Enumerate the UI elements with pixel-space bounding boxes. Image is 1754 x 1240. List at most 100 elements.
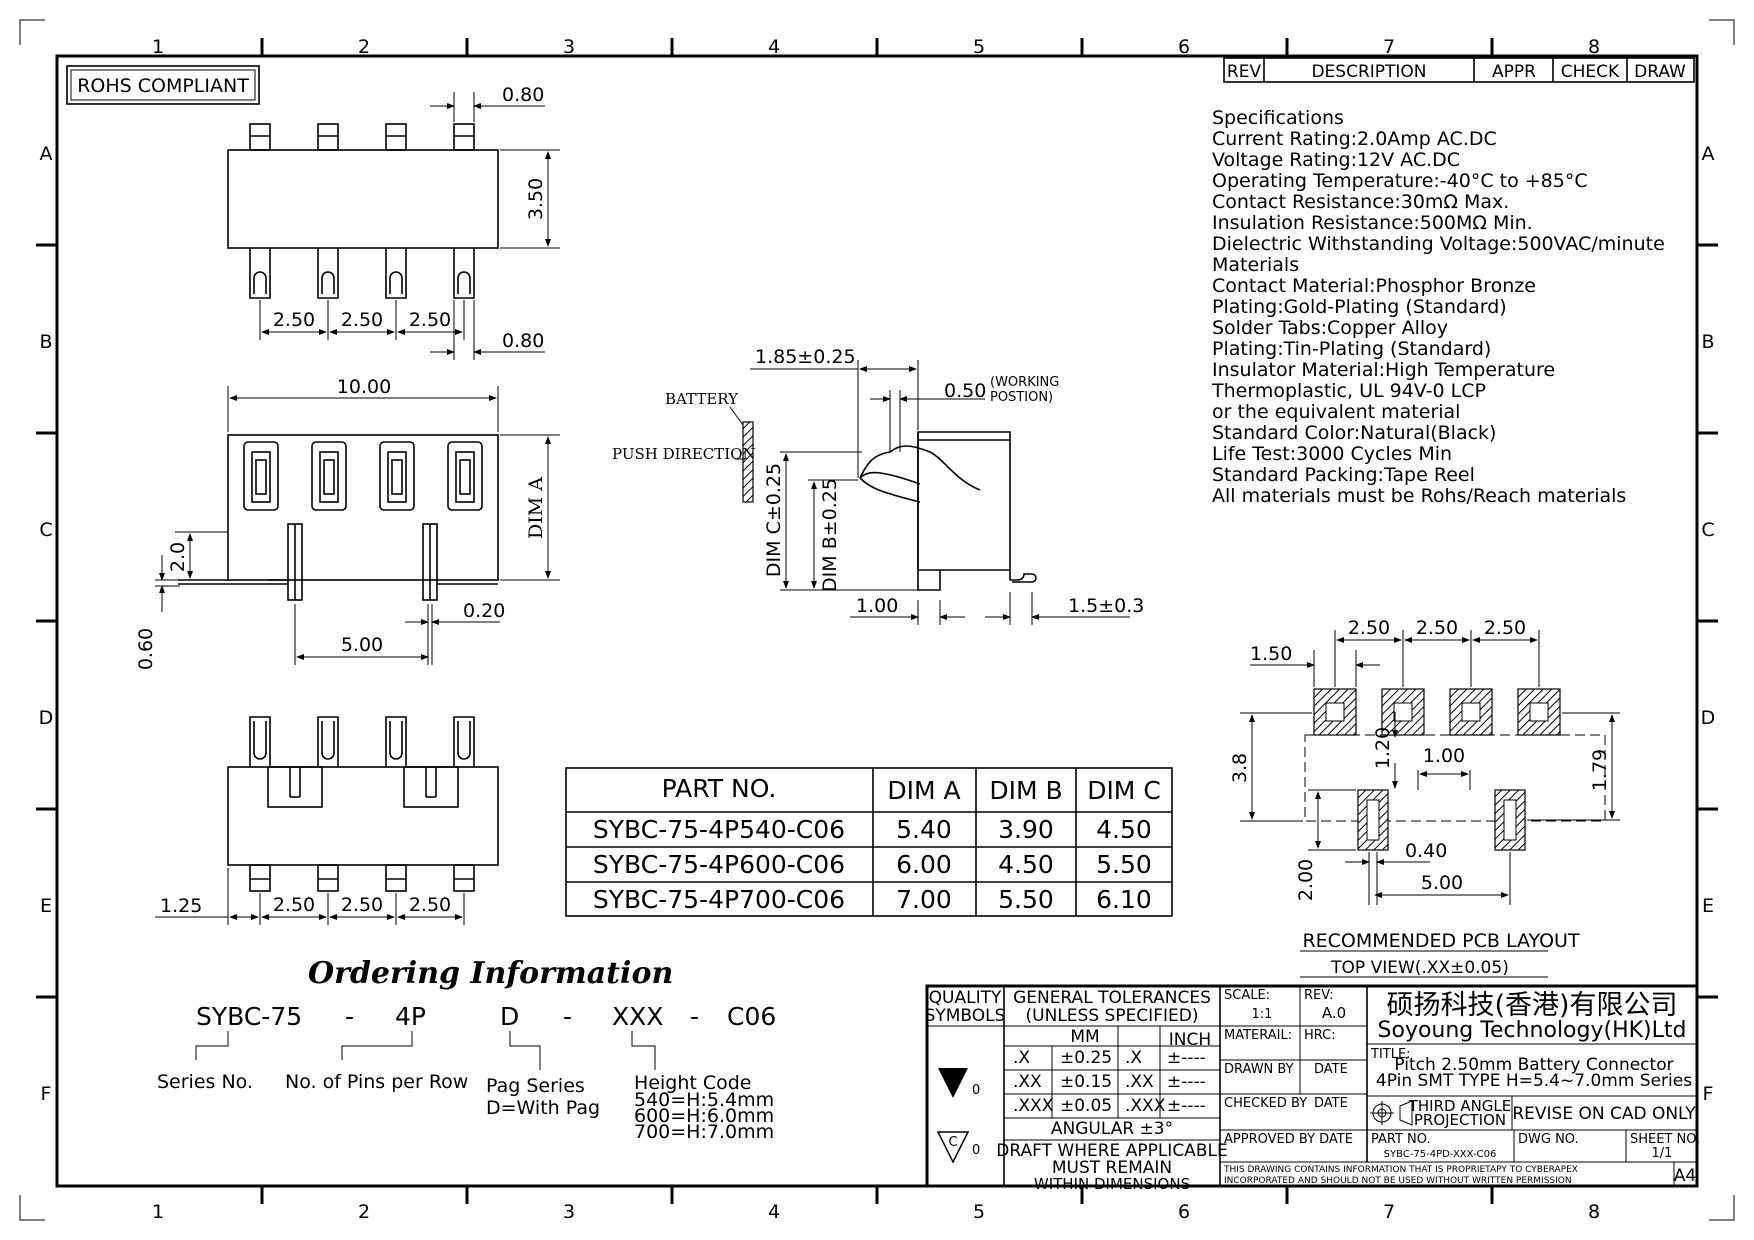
svg-text:Plating:Tin-Plating (Standard): Plating:Tin-Plating (Standard) xyxy=(1212,338,1491,360)
svg-text:PROJECTION: PROJECTION xyxy=(1414,1111,1506,1129)
triangle-outline-icon xyxy=(936,1131,970,1164)
svg-text:2.00: 2.00 xyxy=(1295,859,1317,901)
svg-text:DATE: DATE xyxy=(1314,1062,1348,1077)
svg-text:-: - xyxy=(345,1002,354,1031)
svg-text:DIM B±0.25: DIM B±0.25 xyxy=(819,478,841,592)
svg-text:1.79: 1.79 xyxy=(1589,749,1611,791)
svg-text:-: - xyxy=(690,1002,699,1031)
svg-text:Soyoung Technology(HK)Ltd: Soyoung Technology(HK)Ltd xyxy=(1378,1018,1687,1043)
svg-text:TITLE:: TITLE: xyxy=(1370,1047,1411,1062)
svg-text:1.50: 1.50 xyxy=(1250,643,1292,665)
svg-text:A: A xyxy=(1702,143,1715,165)
table-row: SYBC-75-4P540-C06 xyxy=(593,815,845,844)
svg-text:2: 2 xyxy=(358,1201,370,1223)
svg-text:4P: 4P xyxy=(395,1002,426,1031)
top-view: 0.80 3.50 2.50 2.50 2.50 0.80 xyxy=(227,84,560,360)
dim-pin-width: 0.80 xyxy=(502,84,544,106)
svg-text:5.50: 5.50 xyxy=(1096,850,1152,879)
svg-text:APPROVED BY DATE: APPROVED BY DATE xyxy=(1224,1132,1353,1147)
svg-text:DRAW: DRAW xyxy=(1634,62,1686,82)
svg-text:POSTION): POSTION) xyxy=(990,390,1053,405)
svg-text:3.8: 3.8 xyxy=(1229,753,1251,783)
svg-text:Insulator Material:High Temper: Insulator Material:High Temperature xyxy=(1212,359,1555,381)
svg-text:Specifications: Specifications xyxy=(1212,107,1344,129)
svg-text:2.0: 2.0 xyxy=(167,542,189,572)
svg-text:QUALITY: QUALITY xyxy=(929,988,1002,1008)
svg-text:XXX: XXX xyxy=(612,1002,663,1031)
svg-text:Series No.: Series No. xyxy=(157,1071,253,1093)
svg-text:B: B xyxy=(1701,331,1714,353)
svg-text:DATE: DATE xyxy=(1314,1096,1348,1111)
svg-text:1: 1 xyxy=(152,36,164,58)
svg-text:±----: ±---- xyxy=(1167,1048,1206,1068)
svg-text:Pag Series: Pag Series xyxy=(486,1075,585,1097)
svg-text:RECOMMENDED PCB LAYOUT: RECOMMENDED PCB LAYOUT xyxy=(1302,930,1580,952)
svg-text:C: C xyxy=(1701,519,1714,541)
svg-text:2.50: 2.50 xyxy=(409,894,451,916)
svg-text:REV: REV xyxy=(1227,62,1262,82)
svg-text:DRAFT WHERE APPLICABLE: DRAFT WHERE APPLICABLE xyxy=(996,1141,1227,1161)
svg-text:.XX: .XX xyxy=(1125,1072,1154,1092)
svg-text:2.50: 2.50 xyxy=(1416,617,1458,639)
svg-text:Voltage Rating:12V AC.DC: Voltage Rating:12V AC.DC xyxy=(1212,149,1460,171)
ordering-information: Ordering Information SYBC-75 - 4P D - XX… xyxy=(157,956,776,1143)
svg-text:4Pin SMT TYPE H=5.4~7.0mm Seri: 4Pin SMT TYPE H=5.4~7.0mm Series xyxy=(1376,1071,1692,1091)
svg-text:Life Test:3000 Cycles Min: Life Test:3000 Cycles Min xyxy=(1212,443,1452,465)
svg-text:SYMBOLS: SYMBOLS xyxy=(925,1006,1006,1026)
specifications: Specifications Current Rating:2.0Amp AC.… xyxy=(1211,107,1665,507)
svg-text:Contact Material:Phosphor Bron: Contact Material:Phosphor Bronze xyxy=(1212,275,1536,297)
svg-text:-: - xyxy=(563,1002,572,1031)
svg-text:DESCRIPTION: DESCRIPTION xyxy=(1311,62,1426,82)
svg-text:2.50: 2.50 xyxy=(1484,617,1526,639)
svg-text:Standard Packing:Tape Reel: Standard Packing:Tape Reel xyxy=(1212,464,1475,486)
svg-text:CHECKED BY: CHECKED BY xyxy=(1224,1096,1307,1111)
svg-text:No. of Pins per Row: No. of Pins per Row xyxy=(285,1071,468,1093)
svg-text:±----: ±---- xyxy=(1167,1096,1206,1116)
svg-text:Height Code: Height Code xyxy=(634,1072,752,1094)
svg-text:0.20: 0.20 xyxy=(463,600,505,622)
svg-text:REVISE ON CAD ONLY: REVISE ON CAD ONLY xyxy=(1512,1104,1696,1124)
svg-text:10.00: 10.00 xyxy=(337,376,391,398)
side-view: BATTERY PUSH DIRECTION xyxy=(612,346,1144,625)
svg-text:5.00: 5.00 xyxy=(341,634,383,656)
svg-text:.XXX: .XXX xyxy=(1125,1096,1166,1116)
svg-text:C: C xyxy=(39,519,52,541)
svg-text:5: 5 xyxy=(973,36,985,58)
svg-text:5.40: 5.40 xyxy=(896,815,952,844)
svg-text:ROHS COMPLIANT: ROHS COMPLIANT xyxy=(77,75,249,97)
svg-text:4: 4 xyxy=(768,36,780,58)
svg-text:D=With Pag: D=With Pag xyxy=(486,1097,600,1119)
svg-text:GENERAL TOLERANCES: GENERAL TOLERANCES xyxy=(1013,988,1211,1008)
svg-text:HRC:: HRC: xyxy=(1304,1028,1336,1043)
svg-text:C06: C06 xyxy=(727,1002,776,1031)
svg-text:8: 8 xyxy=(1588,1201,1600,1223)
svg-text:SYBC-75: SYBC-75 xyxy=(196,1002,302,1031)
svg-text:Thermoplastic, UL 94V-0 LCP: Thermoplastic, UL 94V-0 LCP xyxy=(1211,380,1486,402)
svg-text:F: F xyxy=(41,1083,52,1105)
svg-text:600=H:6.0mm: 600=H:6.0mm xyxy=(634,1105,774,1127)
svg-text:0.60: 0.60 xyxy=(135,628,157,670)
svg-text:F: F xyxy=(1703,1083,1714,1105)
svg-text:DWG NO.: DWG NO. xyxy=(1518,1132,1579,1147)
svg-text:or the equivalent material: or the equivalent material xyxy=(1212,401,1460,423)
svg-text:Materials: Materials xyxy=(1212,254,1299,276)
svg-text:±0.15: ±0.15 xyxy=(1060,1072,1112,1092)
svg-text:硕扬科技(香港)有限公司: 硕扬科技(香港)有限公司 xyxy=(1386,990,1677,1021)
svg-text:2.50: 2.50 xyxy=(273,894,315,916)
svg-text:±----: ±---- xyxy=(1167,1072,1206,1092)
svg-text:(WORKING: (WORKING xyxy=(990,375,1059,390)
svg-text:D: D xyxy=(500,1002,519,1031)
svg-text:4.50: 4.50 xyxy=(1096,815,1152,844)
svg-text:1.00: 1.00 xyxy=(856,595,898,617)
svg-text:REV:: REV: xyxy=(1304,988,1333,1003)
svg-text:All materials must be Rohs/Rea: All materials must be Rohs/Reach materia… xyxy=(1212,485,1626,507)
svg-text:Standard Color:Natural(Black): Standard Color:Natural(Black) xyxy=(1212,422,1496,444)
svg-text:6: 6 xyxy=(1178,1201,1190,1223)
third-angle-projection-icon xyxy=(1370,1100,1413,1126)
svg-text:SYBC-75-4PD-XXX-C06: SYBC-75-4PD-XXX-C06 xyxy=(1384,1149,1497,1160)
svg-text:1: 1 xyxy=(152,1201,164,1223)
svg-text:C: C xyxy=(948,1135,957,1150)
svg-text:0.50: 0.50 xyxy=(944,380,986,402)
svg-text:3: 3 xyxy=(563,36,575,58)
